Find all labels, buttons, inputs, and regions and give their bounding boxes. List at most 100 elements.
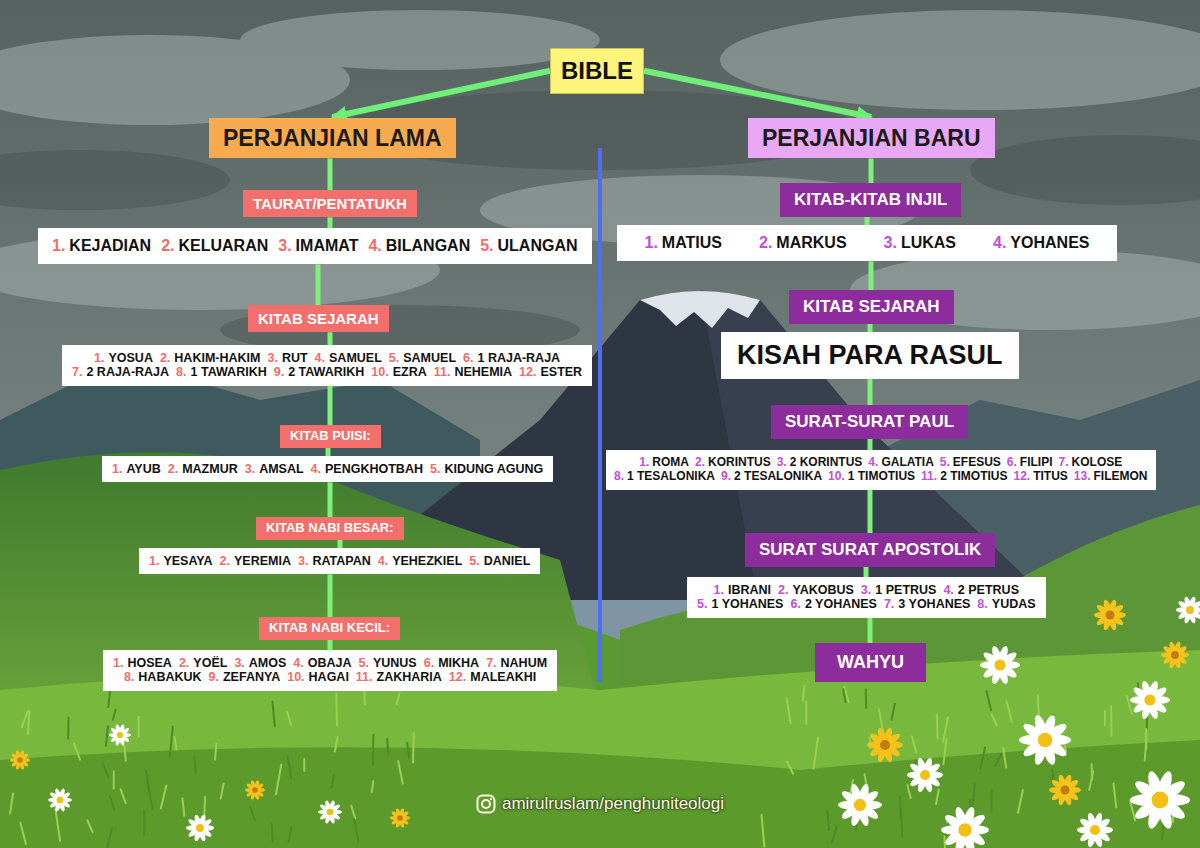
daisy: [48, 788, 72, 812]
connector: [328, 386, 333, 425]
grass-blade: [161, 786, 167, 809]
grass-blade: [762, 815, 765, 847]
grass-blade: [892, 704, 895, 720]
box-text: KITAB PUISI:: [290, 429, 371, 444]
list-item: 4.YOHANES: [993, 234, 1089, 252]
box-text: KITAB NABI KECIL:: [269, 621, 390, 636]
book-name: MIKHA: [438, 656, 479, 670]
book-name: KELUARAN: [178, 237, 268, 254]
grass-blade: [335, 694, 338, 726]
list-item: 6.1 RAJA-RAJA: [463, 351, 560, 365]
book-name: SAMUEL: [329, 351, 382, 365]
grass-blade: [354, 819, 358, 842]
list-item: 2.KELUARAN: [161, 237, 268, 255]
grass-blade: [787, 698, 791, 723]
list-item: 5.1 YOHANES: [697, 597, 783, 611]
item-number: 5.: [430, 462, 440, 476]
book-name: YAKOBUS: [792, 583, 853, 597]
list-item: 2.YOËL: [179, 656, 227, 670]
item-number: 3.: [234, 656, 244, 670]
list-item: 6. MIKHA: [424, 656, 479, 670]
book-name: ESTER: [540, 365, 582, 379]
list-item: 5.YUNUS: [359, 656, 417, 670]
connector: [644, 71, 871, 117]
item-number: 4.: [868, 455, 878, 469]
grass-blade: [943, 739, 946, 764]
yellow-flower: [1161, 641, 1189, 669]
item-number: 8.: [124, 670, 134, 684]
book-name: OBAJA: [308, 656, 352, 670]
box-text: KITAB SEJARAH: [803, 297, 940, 317]
book-name: 2 TAWARIKH: [288, 365, 364, 379]
connector: [868, 490, 873, 533]
connector: [332, 71, 550, 117]
list-item: 11.NEHEMIA: [434, 365, 512, 379]
list-item: 1.IBRANI: [714, 583, 772, 597]
item-number: 2.: [695, 455, 705, 469]
list-item: 3.2 KORINTUS: [777, 456, 863, 470]
grass-blade: [412, 733, 415, 763]
list-item: 10.HAGAI: [287, 670, 349, 684]
section-heading: SURAT SURAT APOSTOLIK: [745, 533, 995, 567]
book-name: NEHEMIA: [454, 365, 512, 379]
list-item: 3.RUT: [267, 351, 307, 365]
box-text: KISAH PARA RASUL: [737, 340, 1003, 371]
grass-blade: [250, 807, 255, 820]
book-name: AMOS: [249, 656, 287, 670]
book-name: 2 KORINTUS: [790, 455, 863, 469]
grass-blade: [22, 711, 28, 728]
list-item: 6. 2 YOHANES: [790, 597, 876, 611]
book-name: YESAYA: [163, 554, 212, 568]
book-name: HOSEA: [127, 656, 171, 670]
grass-blade: [287, 712, 291, 725]
book-list: 1.MATIUS2.MARKUS3.LUKAS4.YOHANES: [617, 225, 1117, 261]
grass-blade: [912, 736, 917, 752]
item-number: 9.: [209, 670, 219, 684]
yellow-flower: [1049, 774, 1081, 806]
book-name: TITUS: [1033, 469, 1068, 483]
grass-blade: [814, 738, 819, 769]
item-number: 4.: [293, 656, 303, 670]
grass-blade: [10, 794, 13, 814]
grass-blade: [272, 702, 274, 727]
grass-blade: [56, 810, 61, 841]
item-number: 2.: [161, 237, 174, 254]
list-item: 8.1 TAWARIKH: [176, 365, 267, 379]
grass-blade: [143, 810, 145, 835]
item-number: 8.: [977, 597, 987, 611]
grass-blade: [332, 775, 335, 788]
grass-blade: [1145, 740, 1147, 761]
box-text: TAURAT/PENTATUKH: [253, 195, 407, 212]
book-name: AYUB: [126, 462, 160, 476]
connector: [328, 482, 333, 517]
list-item: 1.YOSUA: [94, 351, 153, 365]
grass-blade: [195, 757, 196, 773]
list-item: 2.YAKOBUS: [778, 583, 854, 597]
item-number: 3.: [278, 237, 291, 254]
list-item: 3.RATAPAN: [298, 554, 371, 568]
connector: [865, 217, 870, 225]
item-number: 1.: [645, 234, 658, 251]
item-number: 5.: [469, 554, 479, 568]
grass-blade: [1007, 701, 1012, 722]
section-heading: KITAB SEJARAH: [789, 290, 954, 324]
item-number: 6.: [424, 656, 434, 670]
grass-blade: [805, 701, 807, 723]
grass-blade: [843, 689, 845, 702]
list-item: 2.HAKIM-HAKIM: [160, 351, 261, 365]
grass-blade: [1114, 784, 1117, 808]
book-name: 2 YOHANES: [805, 597, 877, 611]
grass-blade: [407, 743, 409, 759]
grass-blade: [1037, 695, 1040, 716]
item-number: 4.: [368, 237, 381, 254]
list-item: 9.2 TAWARIKH: [274, 365, 365, 379]
item-number: 2.: [179, 656, 189, 670]
book-box: KISAH PARA RASUL: [721, 332, 1019, 379]
item-number: 6.: [790, 597, 800, 611]
box-text: KITAB-KITAB INJIL: [794, 190, 947, 210]
item-number: 2.: [160, 351, 170, 365]
grass-blade: [828, 811, 829, 830]
box-text: KITAB SEJARAH: [258, 310, 379, 327]
book-name: IBRANI: [728, 583, 771, 597]
